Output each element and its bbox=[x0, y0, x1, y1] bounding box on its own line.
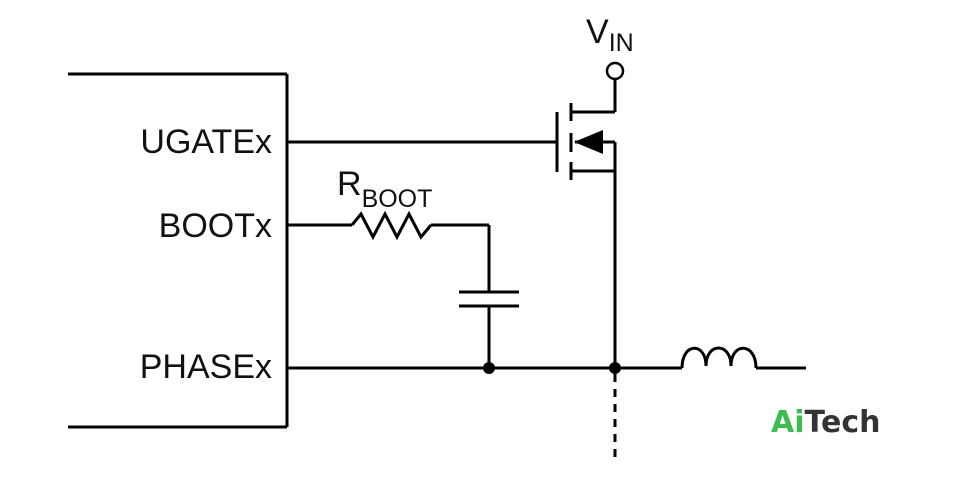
rboot-label-subscript: BOOT bbox=[362, 185, 433, 213]
vin-label-main: V bbox=[586, 13, 609, 51]
pin-label-boot: BOOTx bbox=[159, 207, 272, 245]
pin-label-ugate: UGATEx bbox=[140, 123, 272, 161]
watermark-part1: Ai bbox=[771, 405, 805, 440]
junction-dot-switch-node bbox=[609, 362, 621, 374]
watermark-logo: AiTech bbox=[771, 405, 880, 440]
mosfet-body-arrow bbox=[574, 130, 603, 154]
pin-label-phase: PHASEx bbox=[140, 348, 272, 386]
watermark-part2: Tech bbox=[805, 405, 881, 440]
vin-label: VIN bbox=[586, 13, 634, 57]
rboot-resistor bbox=[350, 210, 433, 241]
junction-dot-cap bbox=[483, 362, 495, 374]
rboot-label-main: R bbox=[337, 165, 362, 203]
vin-terminal bbox=[605, 61, 625, 81]
rboot-label: RBOOT bbox=[337, 165, 432, 213]
output-inductor bbox=[680, 346, 758, 369]
cboot-capacitor bbox=[459, 290, 519, 308]
vin-label-subscript: IN bbox=[609, 29, 634, 57]
high-side-mosfet bbox=[555, 103, 615, 180]
